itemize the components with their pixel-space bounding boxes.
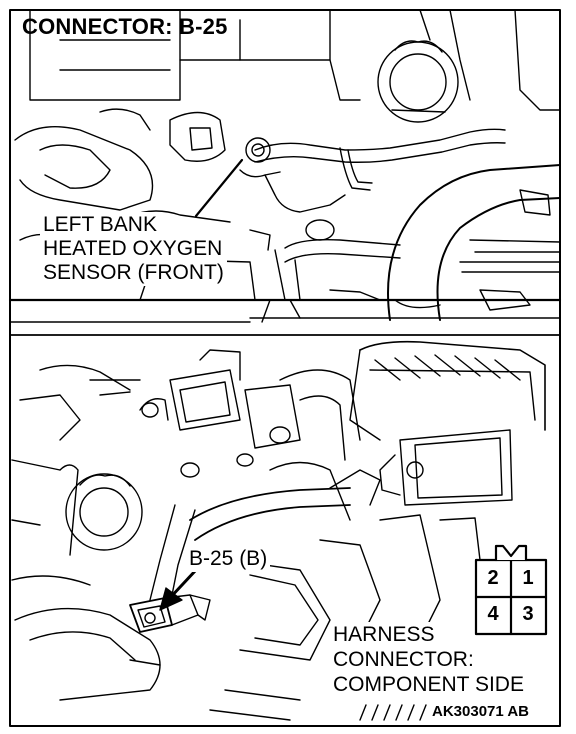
figure-code: AK303071 AB	[430, 703, 531, 720]
harness-connector-face	[474, 544, 548, 636]
sensor-label-line2: HEATED OXYGEN	[40, 236, 226, 262]
page-title: CONNECTOR: B-25	[22, 14, 228, 39]
pin-3: 3	[522, 603, 534, 625]
sensor-label-line1: LEFT BANK	[40, 212, 160, 238]
top-panel-engine-drawing	[8, 9, 562, 336]
pin-2: 2	[487, 567, 499, 589]
sensor-label-line3: SENSOR (FRONT)	[40, 260, 227, 286]
harness-label-line3: COMPONENT SIDE	[330, 672, 527, 698]
pin-4: 4	[487, 603, 499, 625]
bottom-panel-engine-drawing	[11, 340, 546, 721]
connector-arrowhead	[159, 587, 183, 611]
sensor-leader-line	[194, 158, 244, 218]
connector-callout-label: B-25 (B)	[186, 546, 271, 572]
harness-label-line1: HARNESS	[330, 622, 438, 648]
pin-1: 1	[522, 567, 534, 589]
harness-label-line2: CONNECTOR:	[330, 647, 477, 673]
